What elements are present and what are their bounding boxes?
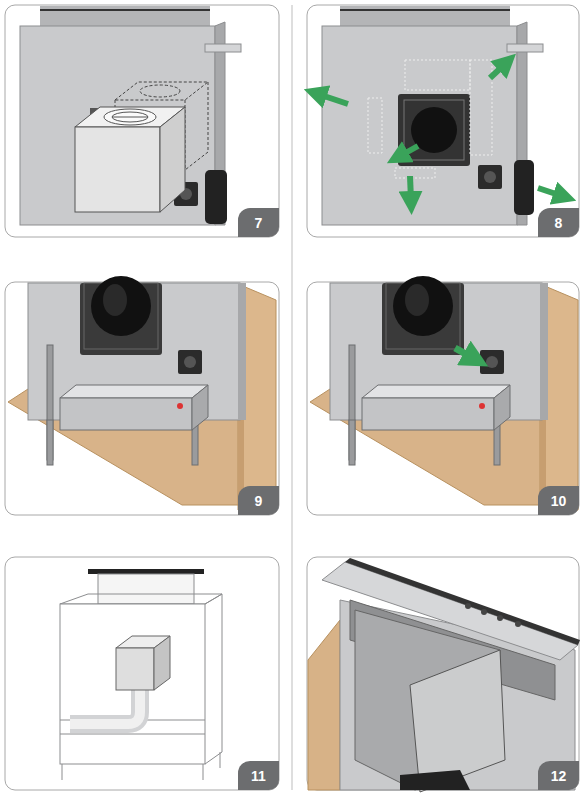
step-badge: 7 xyxy=(238,208,279,237)
step-badge: 9 xyxy=(238,486,279,515)
step-number: 9 xyxy=(255,493,263,509)
step-number: 12 xyxy=(551,768,567,784)
step-number: 11 xyxy=(251,768,266,784)
step-badge: 12 xyxy=(538,761,579,790)
step-number: 8 xyxy=(555,215,563,231)
step-badge: 10 xyxy=(538,486,579,515)
step-number: 10 xyxy=(551,493,567,509)
step-badge: 11 xyxy=(238,761,279,790)
step-number: 7 xyxy=(255,215,263,231)
step-badge: 8 xyxy=(538,208,579,237)
